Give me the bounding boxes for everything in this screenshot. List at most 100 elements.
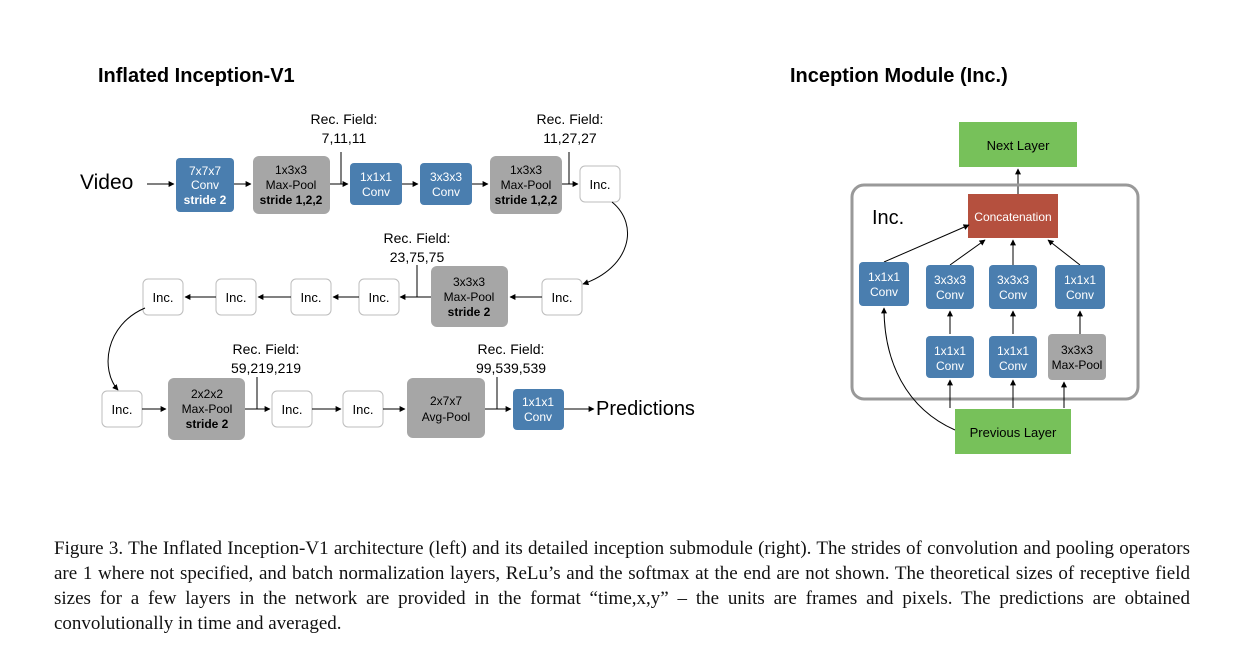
rec-field-label: Rec. Field:	[537, 111, 604, 127]
svg-text:stride 2: stride 2	[448, 305, 491, 319]
svg-text:Inc.: Inc.	[353, 402, 374, 417]
svg-text:Conv: Conv	[362, 185, 390, 199]
svg-text:Inc.: Inc.	[282, 402, 303, 417]
concatenation-block: Concatenation	[968, 194, 1058, 238]
svg-text:Conv: Conv	[432, 185, 460, 199]
svg-text:Previous Layer: Previous Layer	[970, 425, 1057, 440]
video-label: Video	[80, 171, 133, 194]
svg-text:Avg-Pool: Avg-Pool	[422, 410, 470, 424]
svg-text:Conv: Conv	[999, 288, 1027, 302]
inc-block: Inc.	[342, 390, 384, 428]
svg-text:Max-Pool: Max-Pool	[266, 178, 317, 192]
conv-3x3x3-block: 3x3x3 Conv	[420, 163, 472, 205]
max-pool-block: 1x3x3 Max-Pool stride 1,2,2	[253, 156, 330, 214]
svg-text:stride 2: stride 2	[186, 417, 229, 431]
inc-label: Inc.	[872, 207, 904, 229]
svg-text:1x3x3: 1x3x3	[275, 163, 307, 177]
inc-block: Inc.	[215, 278, 257, 316]
inc-block: Inc.	[358, 278, 400, 316]
conv-3x3x3-block: 3x3x3 Conv	[926, 265, 974, 309]
svg-text:Inc.: Inc.	[226, 290, 247, 305]
max-pool-block: 3x3x3 Max-Pool stride 2	[431, 266, 508, 327]
predictions-label: Predictions	[596, 398, 695, 420]
svg-text:Conv: Conv	[936, 359, 964, 373]
svg-text:3x3x3: 3x3x3	[453, 275, 485, 289]
svg-text:Conv: Conv	[936, 288, 964, 302]
svg-text:1x1x1: 1x1x1	[934, 344, 966, 358]
rec-field-value: 59,219,219	[231, 360, 301, 376]
rec-field-label: Rec. Field:	[311, 111, 378, 127]
svg-text:Concatenation: Concatenation	[974, 210, 1051, 224]
max-pool-block: 2x2x2 Max-Pool stride 2	[168, 378, 245, 440]
svg-text:Inc.: Inc.	[112, 402, 133, 417]
svg-text:Max-Pool: Max-Pool	[501, 178, 552, 192]
max-pool-block: 1x3x3 Max-Pool stride 1,2,2	[490, 156, 562, 214]
svg-text:Inc.: Inc.	[153, 290, 174, 305]
inc-block: Inc.	[290, 278, 332, 316]
inc-block: Inc.	[101, 390, 143, 428]
rec-field-label: Rec. Field:	[384, 230, 451, 246]
conv-3x3x3-block: 3x3x3 Conv	[989, 265, 1037, 309]
rec-field-value: 23,75,75	[390, 249, 445, 265]
arrow	[949, 239, 986, 266]
conv-1x1x1-block: 1x1x1 Conv	[513, 389, 564, 430]
svg-text:3x3x3: 3x3x3	[934, 273, 966, 287]
svg-text:Conv: Conv	[870, 285, 898, 299]
svg-text:1x3x3: 1x3x3	[510, 163, 542, 177]
svg-text:1x1x1: 1x1x1	[360, 170, 392, 184]
figure-caption: Figure 3. The Inflated Inception-V1 arch…	[54, 538, 1190, 634]
rec-field-value: 99,539,539	[476, 360, 546, 376]
svg-text:stride 1,2,2: stride 1,2,2	[260, 193, 323, 207]
svg-text:Conv: Conv	[999, 359, 1027, 373]
svg-text:Inc.: Inc.	[552, 290, 573, 305]
rec-field-label: Rec. Field:	[478, 341, 545, 357]
conv-1x1x1-block: 1x1x1 Conv	[989, 336, 1037, 378]
svg-text:2x7x7: 2x7x7	[430, 394, 462, 408]
curved-arrow	[582, 201, 628, 286]
inc-block: Inc.	[541, 278, 583, 316]
right-title: Inception Module (Inc.)	[790, 65, 1008, 87]
inc-block: Inc.	[142, 278, 184, 316]
rec-field-label: Rec. Field:	[233, 341, 300, 357]
avg-pool-block: 2x7x7 Avg-Pool	[407, 378, 485, 438]
svg-text:Conv: Conv	[191, 178, 219, 192]
conv-1x1x1-block: 1x1x1 Conv	[1055, 265, 1105, 309]
svg-text:2x2x2: 2x2x2	[191, 387, 223, 401]
svg-text:Conv: Conv	[1066, 288, 1094, 302]
svg-text:Max-Pool: Max-Pool	[1052, 358, 1103, 372]
svg-text:stride 1,2,2: stride 1,2,2	[495, 193, 558, 207]
svg-text:3x3x3: 3x3x3	[430, 170, 462, 184]
conv-7x7x7-block: 7x7x7 Conv stride 2	[176, 158, 234, 212]
svg-text:Inc.: Inc.	[301, 290, 322, 305]
conv-1x1x1-block: 1x1x1 Conv	[926, 336, 974, 378]
svg-text:Next Layer: Next Layer	[987, 138, 1051, 153]
curved-arrow	[881, 307, 956, 431]
conv-1x1x1-block: 1x1x1 Conv	[350, 163, 402, 205]
inc-block: Inc.	[579, 165, 621, 203]
curved-arrow	[107, 307, 146, 391]
svg-text:stride 2: stride 2	[184, 193, 227, 207]
conv-1x1x1-block: 1x1x1 Conv	[859, 262, 909, 306]
previous-layer-block: Previous Layer	[955, 409, 1071, 454]
svg-text:Conv: Conv	[524, 410, 552, 424]
rec-field-value: 11,27,27	[543, 130, 597, 146]
arrow	[883, 224, 970, 263]
svg-text:Inc.: Inc.	[369, 290, 390, 305]
svg-text:1x1x1: 1x1x1	[997, 344, 1029, 358]
svg-text:3x3x3: 3x3x3	[997, 273, 1029, 287]
arrow	[1047, 239, 1081, 266]
inc-block: Inc.	[271, 390, 313, 428]
svg-text:3x3x3: 3x3x3	[1061, 343, 1093, 357]
max-pool-block: 3x3x3 Max-Pool	[1048, 334, 1106, 380]
svg-text:Max-Pool: Max-Pool	[182, 402, 233, 416]
next-layer-block: Next Layer	[959, 122, 1077, 167]
svg-text:1x1x1: 1x1x1	[522, 395, 554, 409]
left-title: Inflated Inception-V1	[98, 65, 295, 87]
svg-text:Inc.: Inc.	[590, 177, 611, 192]
architecture-diagram: Inflated Inception-V1 Video 7x7x7 Conv s…	[80, 65, 1140, 454]
svg-text:1x1x1: 1x1x1	[868, 270, 900, 284]
svg-text:Max-Pool: Max-Pool	[444, 290, 495, 304]
svg-text:1x1x1: 1x1x1	[1064, 273, 1096, 287]
rec-field-value: 7,11,11	[322, 130, 367, 146]
inception-module-frame	[850, 183, 1140, 401]
